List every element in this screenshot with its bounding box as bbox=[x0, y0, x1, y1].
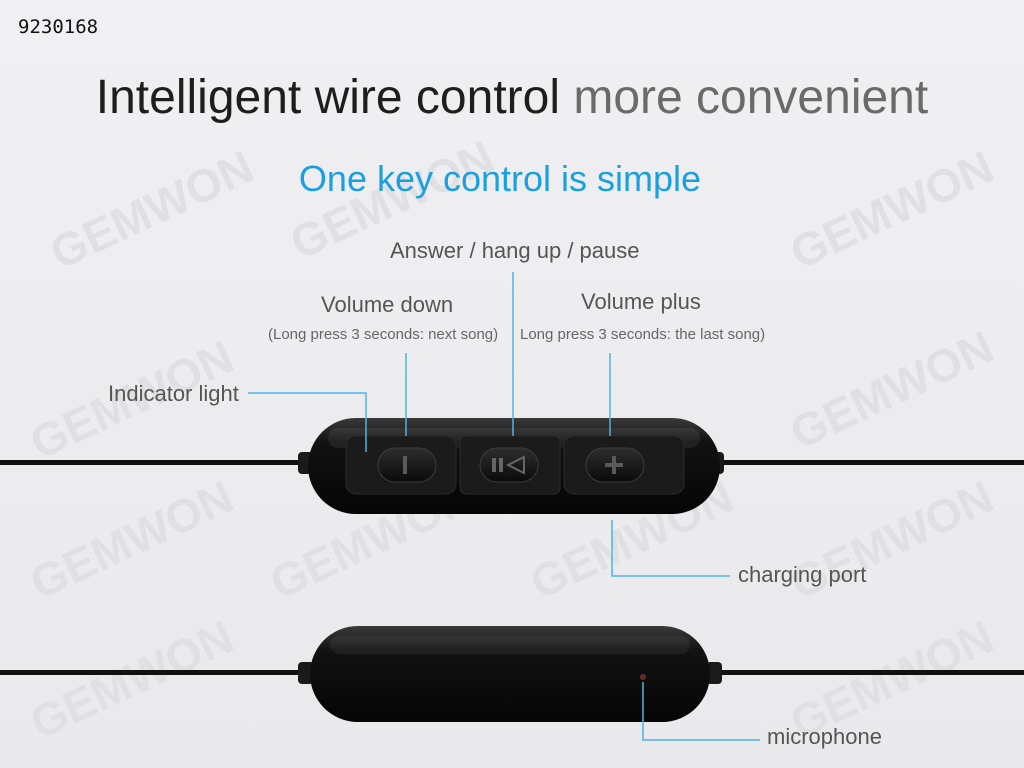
label-volume-down-note: (Long press 3 seconds: next song) bbox=[268, 326, 499, 343]
label-charging-port: charging port bbox=[738, 562, 867, 587]
volume-down-button[interactable] bbox=[377, 447, 437, 483]
label-indicator-light: Indicator light bbox=[108, 381, 239, 406]
cable-left bbox=[0, 670, 310, 675]
answer-hangup-pause-button[interactable] bbox=[479, 447, 539, 483]
cable-left bbox=[0, 460, 310, 465]
microphone-hole bbox=[640, 674, 646, 680]
cable-right bbox=[712, 460, 1024, 465]
page-title: Intelligent wire control more convenient bbox=[0, 70, 1024, 125]
cable-joint bbox=[298, 662, 314, 684]
label-volume-down: Volume down bbox=[321, 292, 454, 317]
minus-icon bbox=[403, 456, 407, 474]
cable-joint bbox=[706, 662, 722, 684]
remote-back-body bbox=[310, 626, 710, 722]
volume-plus-button[interactable] bbox=[585, 447, 645, 483]
title-primary: Intelligent wire control bbox=[95, 71, 560, 124]
plus-icon bbox=[605, 456, 623, 474]
label-answer: Answer / hang up / pause bbox=[390, 238, 640, 263]
label-volume-plus: Volume plus bbox=[581, 289, 701, 314]
leader-lines bbox=[248, 272, 760, 741]
title-secondary: more convenient bbox=[573, 71, 929, 124]
product-id: 9230168 bbox=[18, 16, 99, 38]
subtitle: One key control is simple bbox=[298, 158, 702, 199]
cable-right bbox=[712, 670, 1024, 675]
play-pause-icon bbox=[492, 455, 525, 475]
label-microphone: microphone bbox=[767, 724, 882, 749]
label-volume-plus-note: Long press 3 seconds: the last song) bbox=[520, 326, 766, 343]
